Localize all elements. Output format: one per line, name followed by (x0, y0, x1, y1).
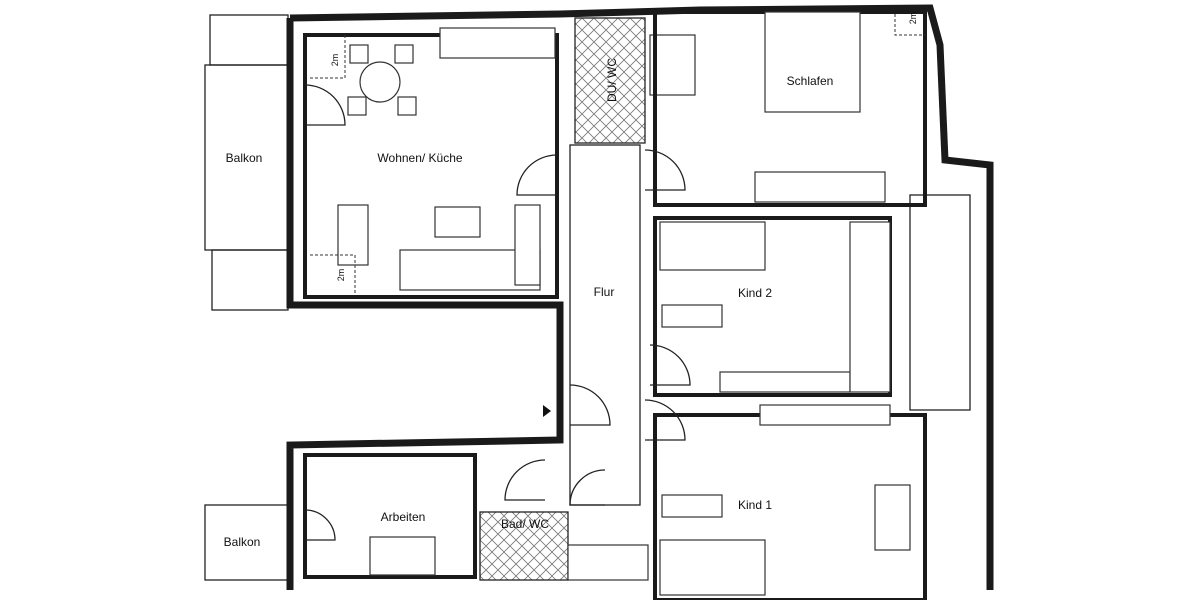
kitchen-counter (439, 27, 556, 59)
shower-wc-tiled-floor (574, 17, 646, 144)
dining-table (359, 61, 401, 103)
balcony-top-upper-section (209, 14, 289, 66)
room-hallway (569, 144, 641, 506)
dining-chair (397, 96, 417, 116)
dimension-line-bedroom-top (894, 14, 925, 36)
office-desk (369, 536, 436, 576)
hallway-outline (569, 144, 641, 506)
door-office (504, 459, 546, 501)
door-living-kitchen (516, 154, 558, 196)
child2-shelf (849, 221, 891, 393)
sofa-side-section (514, 204, 541, 286)
label-balcony-bottom: Balkon (224, 535, 261, 549)
dining-chair (394, 44, 414, 64)
bay-window (909, 194, 971, 411)
living-kitchen-walls (303, 33, 559, 299)
room-child2 (653, 216, 892, 397)
bath-wc-tiled-floor (479, 511, 569, 581)
exterior-wall-west (286, 18, 564, 590)
label-bath-wc: Bad/ WC (501, 517, 549, 531)
dining-chair (347, 96, 367, 116)
label-bedroom: Schlafen (787, 74, 834, 88)
door-balcony-top (304, 84, 346, 126)
room-bath-wc (479, 511, 649, 581)
label-balcony-top: Balkon (226, 151, 263, 165)
double-bed (764, 11, 861, 113)
label-shower-wc: DU/ WC (605, 58, 619, 102)
coffee-table (434, 206, 481, 238)
child1-bed (659, 539, 766, 596)
label-child2: Kind 2 (738, 286, 772, 300)
room-bedroom (653, 10, 927, 207)
door-entrance (569, 384, 611, 426)
exterior-walls (286, 4, 994, 590)
dimension-kitchen-bottom: 2m (336, 269, 346, 282)
child1-desk (874, 484, 911, 551)
shower-tray (649, 34, 696, 96)
dimension-line-kitchen-top (310, 35, 346, 79)
entrance-arrow-icon (543, 405, 551, 417)
door-bath-wc (569, 469, 606, 506)
label-living-kitchen: Wohnen/ Küche (377, 151, 462, 165)
child1-sofa (661, 494, 723, 518)
dimension-bedroom-top: 2m (908, 12, 918, 25)
room-child1 (653, 404, 927, 600)
label-hallway: Flur (594, 285, 615, 299)
doors (304, 84, 691, 541)
door-child1 (644, 399, 686, 441)
room-shower-wc (574, 17, 696, 144)
wardrobe (754, 171, 886, 203)
dimension-kitchen-top: 2m (330, 54, 340, 67)
dining-chair (349, 44, 369, 64)
bathtub (567, 544, 649, 581)
child2-bed (659, 221, 766, 271)
door-bedroom (644, 149, 686, 191)
dimension-line-kitchen-bottom (310, 254, 356, 295)
tv-unit (337, 204, 369, 266)
child2-wardrobe (719, 371, 851, 393)
door-child2 (649, 344, 691, 386)
door-balcony-bottom (304, 509, 336, 541)
label-child1: Kind 1 (738, 498, 772, 512)
room-living-kitchen (303, 27, 559, 299)
balcony-top-lower-section (211, 249, 289, 311)
label-office: Arbeiten (381, 510, 426, 524)
exterior-wall-north-east (289, 4, 994, 590)
child2-sofa (661, 304, 723, 328)
room-office (303, 453, 477, 579)
office-walls (303, 453, 477, 579)
child1-wardrobe (759, 404, 891, 426)
